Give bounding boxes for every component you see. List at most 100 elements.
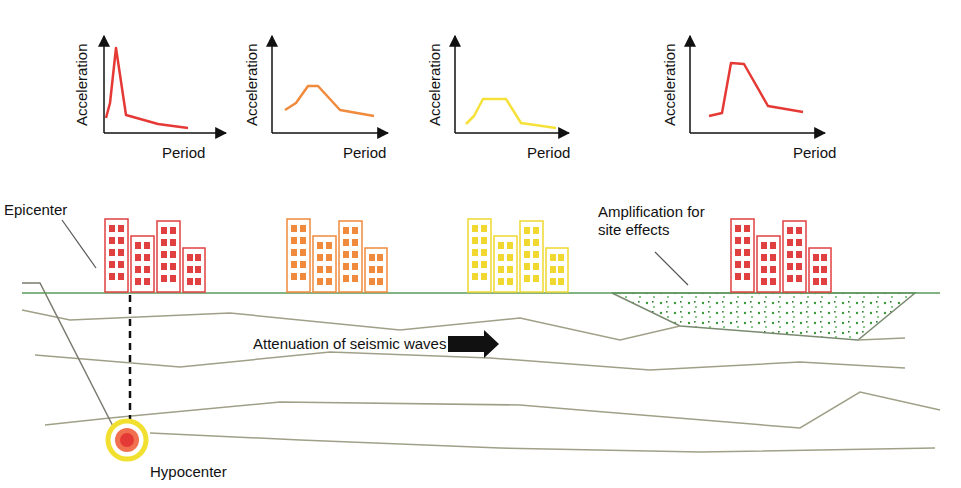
building [287, 219, 310, 292]
window [144, 278, 150, 285]
epicenter-projection [129, 295, 132, 428]
window [109, 225, 115, 232]
window [558, 266, 564, 273]
attenuation-label: Attenuation of seismic waves [253, 335, 446, 353]
window [550, 278, 556, 285]
window [300, 261, 306, 268]
window [472, 225, 478, 232]
window [481, 237, 487, 244]
window [533, 275, 539, 282]
window [472, 261, 478, 268]
window [170, 263, 176, 270]
axis-label: Acceleration [426, 43, 444, 126]
soft-soil-basin [612, 293, 915, 340]
building [339, 221, 362, 292]
axis-label: Period [793, 144, 836, 162]
window [735, 225, 741, 232]
window [787, 227, 793, 234]
window [291, 225, 297, 232]
building [546, 248, 568, 292]
window [135, 266, 141, 273]
window [481, 225, 487, 232]
axis-label: Acceleration [73, 43, 91, 126]
window [735, 237, 741, 244]
window [744, 237, 750, 244]
window [770, 254, 776, 261]
building [183, 248, 205, 292]
window [770, 242, 776, 249]
building [157, 221, 180, 292]
window [135, 242, 141, 249]
axis-label: Acceleration [661, 43, 679, 126]
window [118, 273, 124, 280]
window [109, 237, 115, 244]
rock-layers [22, 283, 940, 452]
window [352, 251, 358, 258]
window [187, 266, 193, 273]
spectrum-curves [106, 48, 803, 128]
window [170, 239, 176, 246]
window [369, 278, 375, 285]
axis-label: Period [162, 144, 205, 162]
window [744, 273, 750, 280]
building [520, 221, 543, 292]
window [195, 266, 201, 273]
window [352, 275, 358, 282]
window [317, 254, 323, 261]
window [135, 278, 141, 285]
window [187, 254, 193, 261]
window [326, 266, 332, 273]
window [761, 242, 767, 249]
window [507, 266, 513, 273]
window [326, 278, 332, 285]
window [317, 266, 323, 273]
window [352, 239, 358, 246]
window [317, 242, 323, 249]
window [821, 266, 827, 273]
building [105, 219, 128, 292]
building [494, 236, 517, 292]
window [796, 227, 802, 234]
window [787, 239, 793, 246]
window [369, 254, 375, 261]
window [326, 254, 332, 261]
window [558, 254, 564, 261]
window [796, 275, 802, 282]
window [352, 263, 358, 270]
window [533, 251, 539, 258]
window [118, 261, 124, 268]
window [524, 275, 530, 282]
window [144, 254, 150, 261]
window [300, 237, 306, 244]
window [821, 278, 827, 285]
window [813, 254, 819, 261]
window [481, 249, 487, 256]
window [109, 261, 115, 268]
leader-line [62, 220, 96, 268]
window [498, 254, 504, 261]
window [796, 263, 802, 270]
window [300, 249, 306, 256]
window [369, 266, 375, 273]
window [343, 251, 349, 258]
window [187, 278, 193, 285]
axis-label: Period [343, 144, 386, 162]
window [761, 254, 767, 261]
window [300, 225, 306, 232]
epicenter-label: Epicenter [4, 201, 67, 219]
window [507, 254, 513, 261]
window [343, 227, 349, 234]
window [317, 278, 323, 285]
window [796, 239, 802, 246]
leader-line [655, 252, 688, 285]
window [291, 237, 297, 244]
hypocenter-symbol [108, 421, 146, 459]
building [783, 221, 806, 292]
window [195, 278, 201, 285]
window [170, 275, 176, 282]
window [377, 278, 383, 285]
window [796, 251, 802, 258]
building [313, 236, 336, 292]
window [524, 251, 530, 258]
